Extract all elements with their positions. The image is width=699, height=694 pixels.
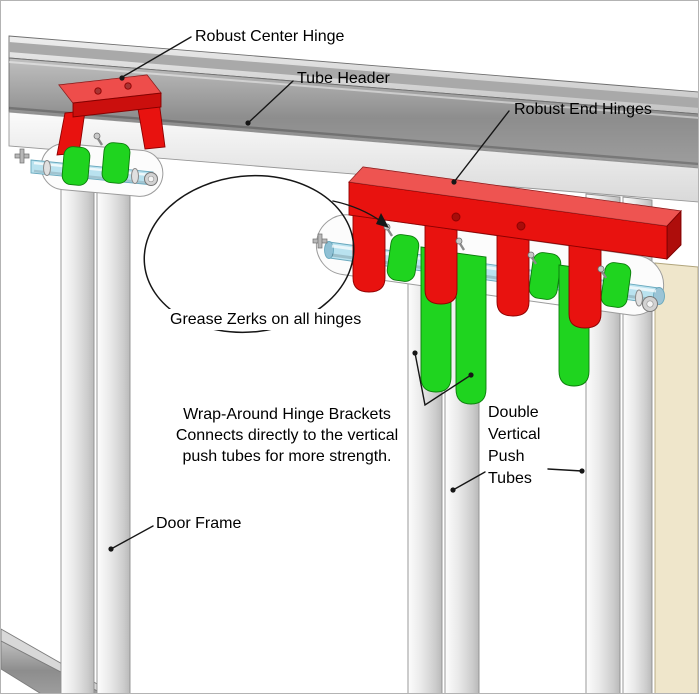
bottom-corner-rail	[1, 628, 114, 693]
leader-tube-header	[247, 80, 294, 124]
tube-header	[8, 35, 698, 169]
green-knuckle-3	[600, 262, 632, 308]
wrap-around-line-1: Wrap-Around Hinge Brackets	[183, 406, 391, 423]
leader-dv-right	[547, 468, 583, 472]
grease-zerks	[93, 132, 608, 279]
label-double-vertical-push-tubes: Double Vertical Push Tubes	[488, 402, 540, 490]
wrap-around-line-3: push tubes for more strength.	[182, 448, 392, 465]
label-grease-zerks: Grease Zerks on all hinges	[168, 309, 364, 330]
leader-end-hinges	[453, 110, 510, 183]
label-door-frame: Door Frame	[156, 515, 242, 532]
screw	[94, 87, 102, 95]
green-strap-2	[455, 252, 487, 405]
end-hinge-arm-1	[352, 214, 386, 293]
label-tube-header: Tube Header	[297, 70, 390, 87]
label-wrap-around-brackets: Wrap-Around Hinge Brackets Connects dire…	[153, 404, 421, 467]
right-push-tube-right	[622, 196, 653, 693]
hardware-details	[14, 132, 658, 312]
washer	[635, 289, 643, 307]
grease-callout-ellipse	[143, 174, 355, 334]
left-jamb-tube-inner	[96, 153, 131, 693]
wrap-around-line-2: Connects directly to the vertical	[175, 427, 399, 444]
screw	[516, 221, 526, 231]
left-jamb-tube-outer	[60, 150, 95, 693]
arrowhead-icon	[376, 213, 389, 228]
leader-wrap-around	[414, 352, 472, 407]
dv-line-2: Vertical	[488, 426, 541, 443]
wrap-around-brackets	[386, 234, 632, 405]
annotations	[108, 36, 585, 552]
label-robust-end-hinges: Robust End Hinges	[514, 101, 652, 118]
end-hinge-arm-2	[424, 224, 458, 305]
label-robust-center-hinge: Robust Center Hinge	[195, 28, 345, 45]
screw	[451, 212, 461, 222]
end-hinge-arm-3	[496, 234, 530, 317]
leader-center-hinge	[123, 36, 192, 77]
dv-line-1: Double	[488, 404, 539, 421]
washer	[43, 160, 51, 176]
leader-door-frame	[110, 525, 154, 550]
end-hinge-arm-4	[568, 244, 602, 329]
green-knuckle-1	[386, 234, 420, 282]
end-hinge-red	[348, 166, 682, 329]
red-hinges	[56, 74, 682, 329]
door-frame-header-rail	[8, 111, 698, 203]
screw	[124, 82, 132, 90]
dv-line-3: Push	[488, 448, 525, 465]
washer	[131, 168, 139, 184]
center-hinge-red	[56, 74, 166, 156]
right-frame-post	[654, 262, 698, 693]
center-hinge-front-edge	[72, 92, 162, 118]
grease-zerk-cross	[14, 148, 328, 249]
end-hinge-plate-end	[666, 209, 682, 261]
leader-dv-left	[452, 471, 486, 491]
center-hinge-green-knuckles	[61, 142, 131, 186]
dv-line-4: Tubes	[488, 470, 532, 487]
